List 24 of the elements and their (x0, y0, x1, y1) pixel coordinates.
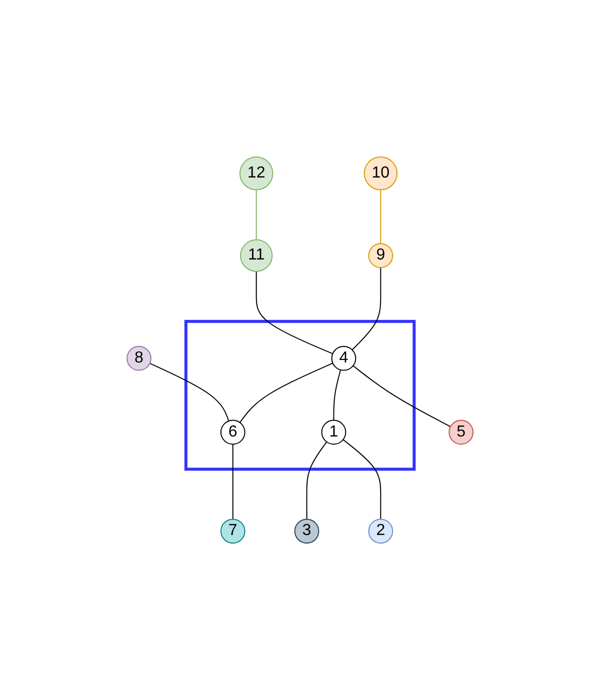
connector (232, 444, 234, 520)
node-circle: 12 (239, 156, 274, 190)
node-circle: 5 (448, 420, 474, 445)
connector (256, 189, 257, 240)
node-circle: 8 (126, 346, 152, 371)
node-circle: 6 (220, 420, 246, 445)
connector (306, 441, 328, 520)
node-circle: 10 (364, 156, 398, 190)
cluster (184, 320, 416, 471)
connector (352, 266, 382, 350)
connector (149, 362, 230, 422)
node-circle: 2 (368, 518, 394, 544)
connector (239, 362, 334, 424)
node-circle: 7 (220, 518, 246, 544)
node-circle: 1 (321, 420, 346, 445)
connector (352, 365, 451, 428)
connector (342, 439, 382, 520)
connector (256, 270, 334, 354)
node-circle: 4 (331, 346, 356, 371)
connector (333, 369, 342, 421)
connector (380, 189, 382, 244)
node-circle: 9 (368, 243, 394, 268)
node-circle: 3 (294, 518, 320, 544)
node-circle: 11 (240, 239, 273, 272)
